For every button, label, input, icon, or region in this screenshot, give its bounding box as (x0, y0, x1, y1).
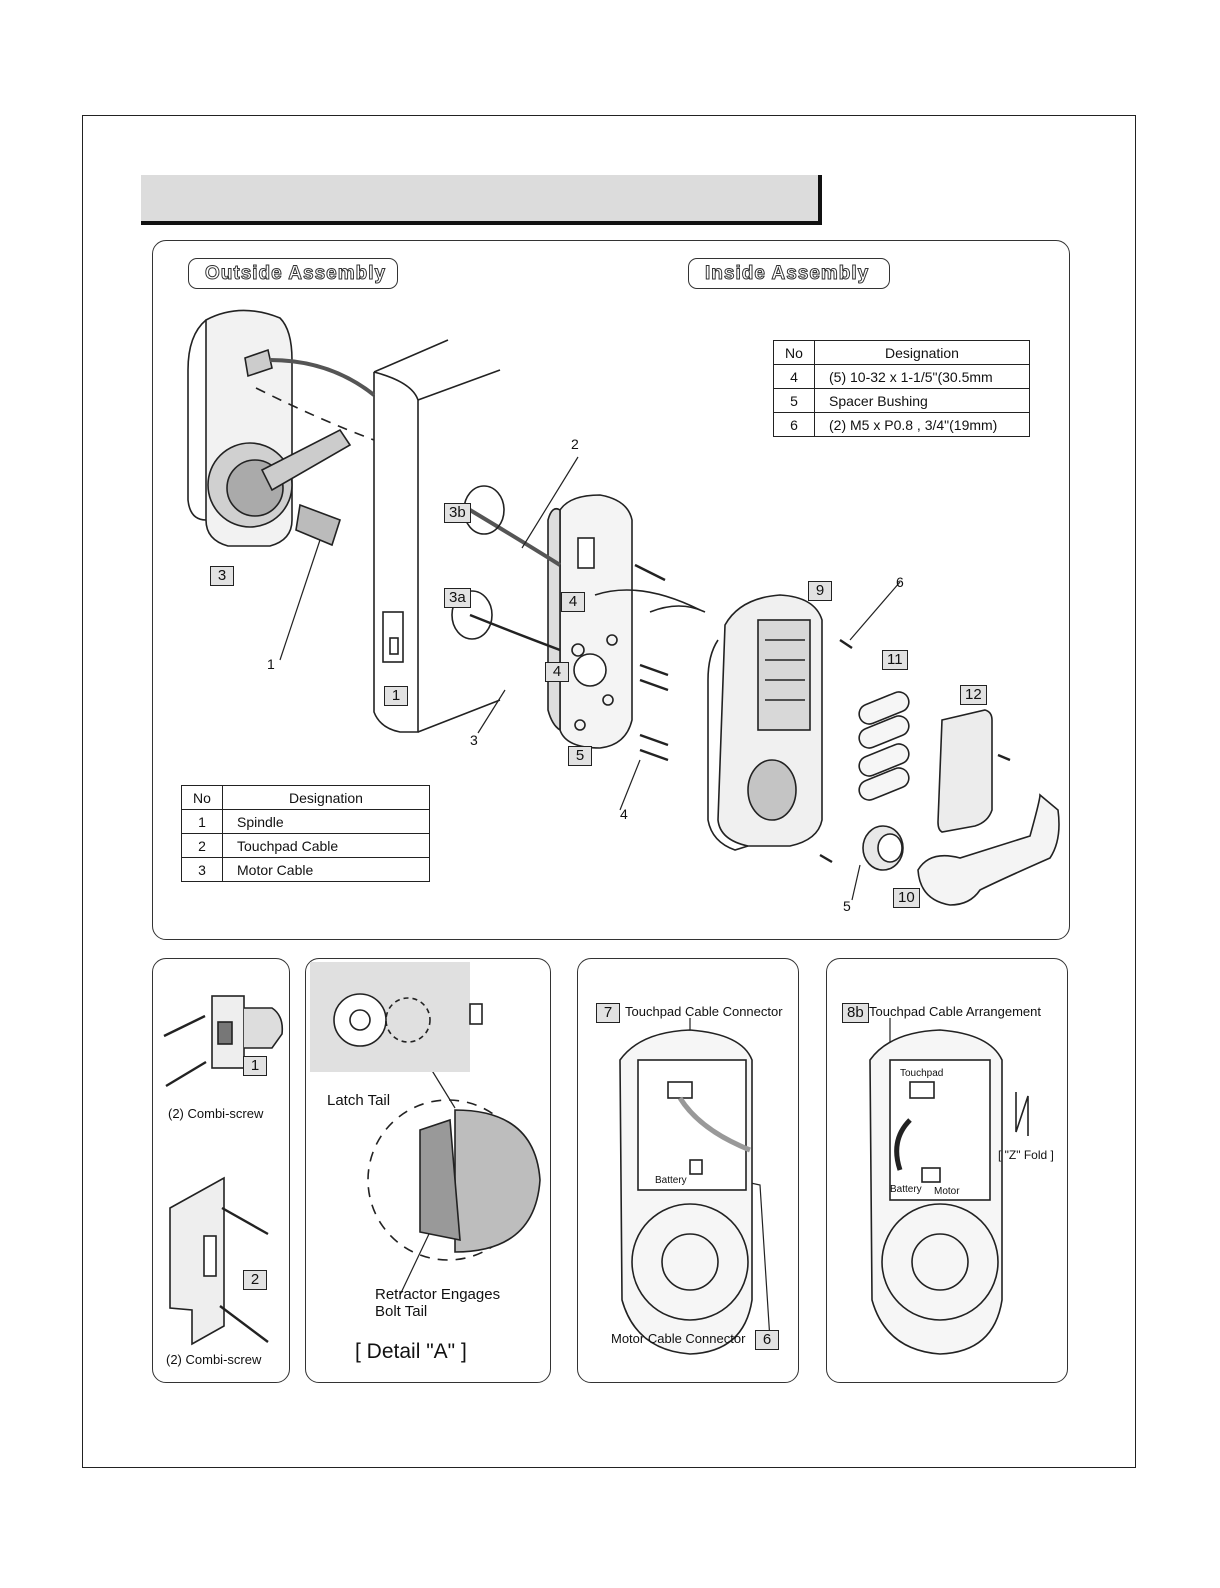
callout-4-upper: 4 (561, 592, 585, 612)
door-edge-drawing (373, 339, 501, 733)
outside-assembly-title: Outside Assembly (188, 258, 398, 289)
z-fold-label: [ "Z" Fold ] (998, 1148, 1054, 1162)
arrangement-motor-label: Motor (934, 1186, 960, 1197)
table-row: 1 Spindle (181, 809, 430, 834)
batteries-drawing (858, 691, 910, 801)
table-row: 6 (2) M5 x P0.8 , 3/4"(19mm) (773, 412, 1030, 437)
table-cell-no: 1 (181, 809, 223, 834)
strike-plate-drawing (169, 1176, 269, 1346)
callout-10: 10 (893, 888, 920, 908)
arrangement-callout-8b: 8b (842, 1003, 869, 1023)
outside-table-header-designation: Designation (222, 785, 430, 810)
callout-1: 1 (384, 686, 408, 706)
connector-callout-7: 7 (596, 1003, 620, 1023)
strike-callout-2: 2 (243, 1270, 267, 1290)
table-cell-no: 6 (773, 412, 815, 437)
spacer-bushing-drawing (862, 825, 904, 871)
retractor-label-line1: Retractor Engages (375, 1286, 501, 1303)
latch-tail-label: Latch Tail (327, 1092, 391, 1109)
arrangement-touchpad-label: Touchpad (900, 1068, 944, 1079)
table-row: 2 Touchpad Cable (181, 833, 430, 858)
touchpad-connector-title: Touchpad Cable Connector (625, 1004, 783, 1019)
arrangement-title: Touchpad Cable Arrangement (869, 1004, 1042, 1019)
callout-3b: 3b (444, 503, 471, 523)
inside-table-header-designation: Designation (814, 340, 1030, 365)
table-row: 4 (5) 10-32 x 1-1/5"(30.5mm (773, 364, 1030, 389)
connector-housing-drawing (619, 1029, 753, 1355)
screws-drawing (634, 563, 1011, 864)
table-cell-no: 3 (181, 857, 223, 882)
latch-drawing (163, 995, 284, 1088)
mounting-plate-drawing (451, 485, 701, 749)
callout-3: 3 (210, 566, 234, 586)
latch-callout-1: 1 (243, 1056, 267, 1076)
callout-11: 11 (882, 650, 908, 670)
page-frame (82, 115, 1136, 1468)
callout-12: 12 (960, 685, 987, 705)
callout-4-lower: 4 (545, 662, 569, 682)
detail-a-drawing (310, 962, 541, 1261)
outside-designation-table: No Designation 1 Spindle 2 Touchpad Cabl… (181, 785, 430, 882)
table-cell-designation: (5) 10-32 x 1-1/5"(30.5mm (814, 364, 1030, 389)
label-4: 4 (620, 806, 628, 822)
motor-connector-label: Motor Cable Connector (611, 1331, 746, 1346)
callout-5: 5 (568, 746, 592, 766)
lever-handle-drawing (917, 793, 1060, 906)
label-1: 1 (267, 656, 275, 672)
detail-a-caption: [ Detail "A" ] (355, 1340, 467, 1363)
table-cell-designation: Spacer Bushing (814, 388, 1030, 413)
section-header-bar (141, 175, 822, 225)
table-cell-designation: Spindle (222, 809, 430, 834)
label-5: 5 (843, 898, 851, 914)
inside-table-header-no: No (773, 340, 815, 365)
connector-callout-6: 6 (755, 1330, 779, 1350)
table-row: 3 Motor Cable (181, 857, 430, 882)
inside-assembly-title: Inside Assembly (688, 258, 890, 289)
table-cell-no: 5 (773, 388, 815, 413)
table-cell-designation: Touchpad Cable (222, 833, 430, 858)
label-3: 3 (470, 732, 478, 748)
callout-3a: 3a (444, 588, 471, 608)
table-cell-no: 4 (773, 364, 815, 389)
outside-escutcheon-drawing (187, 309, 376, 547)
inside-housing-drawing (649, 594, 823, 851)
label-2: 2 (571, 436, 579, 452)
latch-screw-label: (2) Combi-screw (168, 1106, 264, 1121)
strike-screw-label: (2) Combi-screw (166, 1352, 262, 1367)
table-cell-no: 2 (181, 833, 223, 858)
connector-battery-label: Battery (655, 1175, 687, 1186)
arrangement-housing-drawing (869, 1029, 1029, 1355)
retractor-label-line2: Bolt Tail (375, 1303, 428, 1320)
table-row: 5 Spacer Bushing (773, 388, 1030, 413)
arrangement-battery-label: Battery (890, 1184, 922, 1195)
inside-designation-table: No Designation 4 (5) 10-32 x 1-1/5"(30.5… (773, 340, 1030, 437)
table-cell-designation: (2) M5 x P0.8 , 3/4"(19mm) (814, 412, 1030, 437)
table-cell-designation: Motor Cable (222, 857, 430, 882)
outside-table-header-no: No (181, 785, 223, 810)
label-6: 6 (896, 574, 904, 590)
battery-cover-drawing (937, 709, 993, 833)
callout-9: 9 (808, 581, 832, 601)
